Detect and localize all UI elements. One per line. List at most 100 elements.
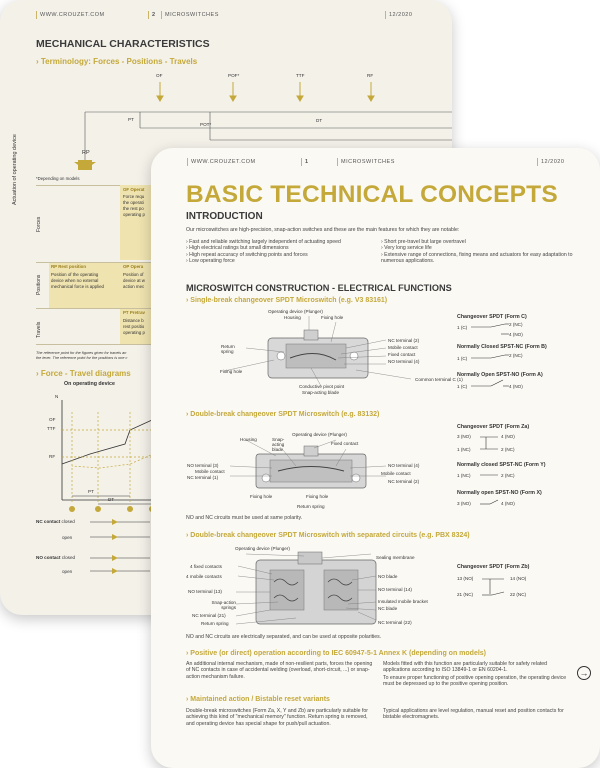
form-za-title: Changeover SPDT (Form Za)	[457, 424, 530, 430]
sec5-right: Typical applications are level regulatio…	[383, 708, 564, 721]
s2-label-plunger: Operating device (Plunger)	[292, 432, 347, 437]
form-x-3: 3 (NO)	[457, 501, 471, 506]
diag-rf: RF	[49, 454, 56, 459]
feature-left-3: Low operating force	[189, 258, 235, 265]
no-open-label: open	[62, 569, 73, 574]
table-left-frame	[36, 185, 151, 336]
spdt-double-break-diagram	[229, 439, 387, 489]
op-body-1: device at w	[123, 278, 145, 283]
back-title: MECHANICAL CHARACTERISTICS	[36, 38, 210, 50]
s1-label-common: Common terminal C (1)	[415, 377, 463, 382]
arrow-label-of: OF	[156, 73, 163, 78]
pt-body-1: rest positio	[123, 324, 145, 329]
form-x-4: 4 (NO)	[501, 501, 515, 506]
row-label-positions: Positions	[36, 274, 42, 295]
back-header: WWW.CROUZET.COM 2 MICROSWITCHES 12/2020	[36, 11, 436, 20]
table-note-1: the lever. The reference point for the p…	[36, 356, 128, 360]
s2-label-nc-1: NC terminal (1)	[187, 475, 219, 480]
no-contact-label: NO contact closed	[36, 555, 76, 560]
form-za-2: 2 (NC)	[501, 447, 515, 452]
s3-label-fixed-contacts: 4 fixed contacts	[190, 564, 222, 569]
s1-label-fixing-hole-left: Fixing hole	[220, 369, 243, 374]
row-label-forces: Forces	[36, 216, 42, 232]
s1-label-pivot: Conductive pivot point	[299, 384, 345, 389]
sec4-title: › Positive (or direct) operation accordi…	[186, 650, 487, 657]
sec4-right2: To ensure proper functioning of positive…	[383, 675, 567, 688]
s3-label-no-14: NO terminal (14)	[378, 587, 412, 592]
form-x-title: Normally open SPST-NO (Form X)	[457, 490, 542, 496]
s2-label-nc-2: NC terminal (2)	[388, 479, 420, 484]
form-za-4: 4 (NO)	[501, 434, 515, 439]
s2-label-fixing-hole-left: Fixing hole	[250, 494, 273, 499]
sec5-title: › Maintained action / Bistable reset var…	[186, 696, 330, 703]
s3-label-nc-22: NC terminal (22)	[378, 620, 412, 625]
form-zayx-symbols	[480, 436, 499, 505]
feature-left-0: Fast and reliable switching largely inde…	[189, 239, 341, 245]
form-za-3: 3 (NO)	[457, 434, 471, 439]
diag-dt: DT	[108, 497, 115, 502]
s2-label-fixing-hole-right: Fixing hole	[306, 494, 329, 499]
s2-label-housing: Housing	[240, 437, 257, 442]
sec3-title: › Double-break changeover SPDT Microswit…	[186, 532, 470, 539]
terminology-diagram	[74, 82, 452, 170]
pt-body-2: operating p	[123, 330, 145, 335]
rp-label: RP	[82, 150, 90, 156]
s3-label-nc-blade: NC blade	[378, 606, 398, 611]
rp-body-1: device when no external	[51, 278, 99, 283]
s1-label-plunger: Operating device (Plunger)	[268, 309, 323, 314]
row-label-travels: Travels	[36, 321, 42, 338]
pt-body-0: Distance b	[123, 318, 144, 323]
op-head: OP Opera	[123, 264, 144, 269]
back-subtitle: › Terminology: Forces - Positions - Trav…	[36, 57, 198, 66]
s3-label-springs: Snap-action springs	[211, 600, 236, 611]
table-positions-row	[49, 262, 155, 308]
sec4-right1: Models fitted with this function are par…	[383, 661, 548, 674]
sec2-note: NO and NC circuits must be used at same …	[186, 515, 303, 521]
s3-label-no-blade: NO blade	[378, 574, 398, 579]
sec4-left: An additional internal mechanism, made o…	[186, 661, 373, 680]
s3-label-return-spring: Return spring	[201, 621, 229, 626]
table-of-cell	[120, 185, 155, 260]
back-header-page-num: 2	[152, 12, 156, 18]
dim-label-pot: POT*	[200, 122, 212, 127]
rp-head: RP Rest position	[51, 264, 87, 269]
arrow-right-circle-icon[interactable]: →	[577, 666, 591, 680]
diag-pt: PT	[88, 489, 94, 494]
footnote: *Depending on models	[36, 176, 80, 181]
sec5-left: Double-break microswitches (Form Za, X, …	[186, 708, 369, 727]
form-a-4: 4 (NO)	[509, 384, 523, 389]
s1-label-return-spring: Return spring	[221, 344, 235, 355]
axis-label: Actuation of operating device	[12, 134, 18, 205]
intro-text: Our microswitches are high-precision, sn…	[186, 227, 460, 233]
form-zb-21: 21 (NC)	[457, 592, 474, 597]
s2-label-fixed-contact: Fixed contact	[331, 441, 359, 446]
rp-body-2: mechanical force is applied	[51, 284, 104, 289]
form-cba-symbols	[471, 323, 509, 387]
form-zb-14: 14 (NO)	[510, 576, 527, 581]
back-header-site: WWW.CROUZET.COM	[40, 12, 105, 18]
form-zb-title: Changeover SPDT (Form Zb)	[457, 564, 530, 570]
form-c-2: 2 (NC)	[509, 322, 523, 327]
feature-left-2: High repeat accuracy of switching points…	[189, 251, 308, 258]
s2-label-no-4: NO terminal (4)	[388, 463, 420, 468]
form-c-title: Changeover SPDT (Form C)	[457, 314, 527, 320]
sec2-title: › Double-break changeover SPDT Microswit…	[186, 411, 380, 418]
s3-label-no-13: NO terminal (13)	[188, 589, 222, 594]
dim-label-dt: DT	[316, 118, 323, 123]
nc-open-label: open	[62, 535, 73, 540]
of-body-1: the operati	[123, 200, 144, 205]
back-header-section: MICROSWITCHES	[165, 12, 219, 18]
diag-ttf: TTF	[47, 426, 56, 431]
form-zb-13: 13 (NO)	[457, 576, 474, 581]
front-header-section: MICROSWITCHES	[341, 159, 395, 165]
arrow-label-pof: POF*	[228, 73, 240, 78]
front-page: WWW.CROUZET.COM 1 MICROSWITCHES 12/2020 …	[151, 148, 600, 768]
s2-label-mobile-right: Mobile contact	[381, 471, 411, 476]
feature-right-2: Extensive range of connections, fixing m…	[381, 251, 573, 265]
pbx-diagram	[235, 551, 377, 625]
form-zb-symbol	[482, 578, 505, 596]
front-header-page-num: 1	[305, 159, 309, 165]
of-body-0: Force requ	[123, 194, 145, 199]
form-a-1: 1 (C)	[457, 384, 468, 389]
form-y-title: Normally closed SPST-NC (Form Y)	[457, 462, 546, 468]
